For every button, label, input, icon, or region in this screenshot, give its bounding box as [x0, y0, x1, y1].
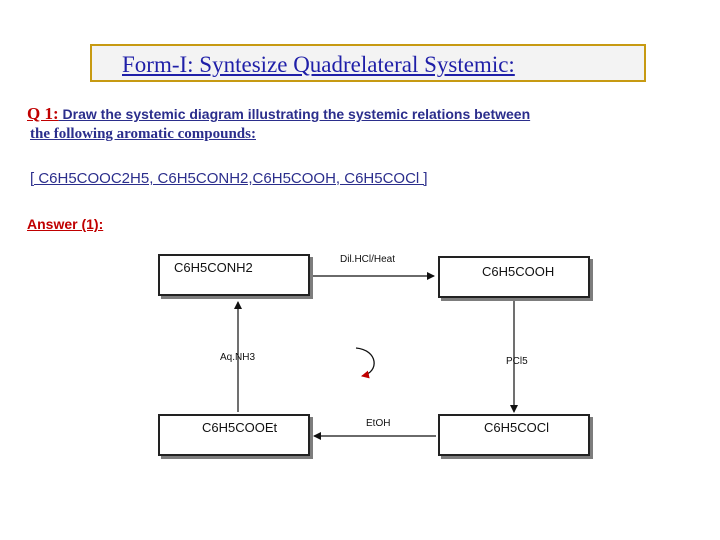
page-title: Form-I: Syntesize Quadrelateral Systemic…	[122, 52, 515, 77]
node-amide-label: C6H5CONH2	[174, 260, 253, 275]
question-line-2: the following aromatic compounds:	[30, 126, 256, 142]
reagent-amide-to-acid: Dil.HCl/Heat	[340, 254, 396, 265]
compound-list: [ C6H5COOC2H5, C6H5CONH2,C6H5COOH, C6H5C…	[30, 170, 428, 187]
title-box: Form-I: Syntesize Quadrelateral Systemic…	[90, 44, 646, 82]
question-line-1: Q 1: Draw the systemic diagram illustrat…	[27, 104, 530, 124]
cycle-arrow-icon	[355, 347, 375, 379]
question-number: Q 1:	[27, 104, 59, 123]
reagent-ester-to-amide: Aq.NH3	[220, 352, 256, 363]
question-text: Draw the systemic diagram illustrating t…	[58, 106, 531, 122]
node-ester: C6H5COOEt	[158, 414, 310, 456]
node-acid-chloride-label: C6H5COCl	[484, 420, 550, 435]
node-amide: C6H5CONH2	[158, 254, 310, 296]
answer-label: Answer (1):	[27, 216, 104, 232]
node-ester-label: C6H5COOEt	[202, 420, 278, 435]
node-acid-chloride: C6H5COCl	[438, 414, 590, 456]
node-acid-label: C6H5COOH	[482, 264, 555, 279]
reagent-acid-to-chloride: PCl5	[506, 356, 528, 367]
reagent-chloride-to-ester: EtOH	[366, 418, 391, 429]
node-acid: C6H5COOH	[438, 256, 590, 298]
